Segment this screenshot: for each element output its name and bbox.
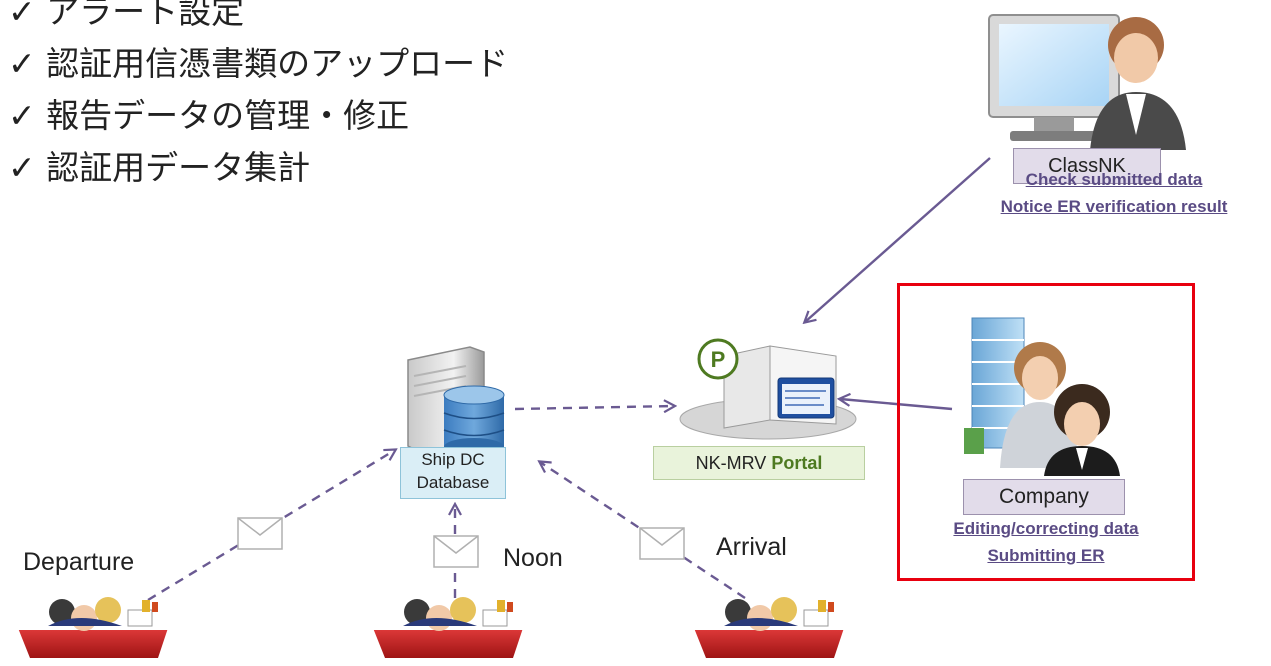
database-label-line2: Database <box>416 473 490 492</box>
company-actions: Editing/correcting data Submitting ER <box>900 515 1192 569</box>
database-server-icon <box>407 346 505 456</box>
portal-badge-letter: P <box>711 347 726 372</box>
envelope-icon <box>433 535 479 568</box>
notice-er-verification-link[interactable]: Notice ER verification result <box>1000 197 1228 216</box>
ship-noon-icon <box>373 597 523 658</box>
envelope-icon <box>237 517 283 550</box>
checklist-item: ✓ 認証用信憑書類のアップロード <box>8 44 509 83</box>
classnk-user-icon <box>988 14 1186 150</box>
noon-label: Noon <box>503 544 563 572</box>
connector-classnk-to-portal <box>805 157 991 322</box>
ship-departure-icon <box>18 597 168 658</box>
arrival-label: Arrival <box>716 533 787 561</box>
submitting-er-link[interactable]: Submitting ER <box>987 546 1105 565</box>
checklist-item: ✓ アラート設定 <box>8 0 245 31</box>
ship-arrival-icon <box>694 597 844 658</box>
portal-name-bold: Portal <box>771 453 823 473</box>
database-tag: Ship DC Database <box>400 447 506 499</box>
checklist-item: ✓ 認証用データ集計 <box>8 148 311 187</box>
company-tag: Company <box>963 479 1125 515</box>
connector-company-to-portal <box>840 399 953 411</box>
envelope-icon <box>639 527 685 560</box>
portal-tag: NK-MRV Portal <box>653 446 865 480</box>
company-users-icon <box>964 317 1120 476</box>
classnk-tag: ClassNK <box>1013 148 1161 184</box>
connector-db-to-portal <box>514 406 674 409</box>
checklist-item: ✓ 報告データの管理・修正 <box>8 96 410 135</box>
classnk-actions: Check submitted data Notice ER verificat… <box>956 166 1271 220</box>
feature-checklist: ✓ アラート設定 ✓ 認証用信憑書類のアップロード ✓ 報告データの管理・修正 … <box>8 0 508 194</box>
database-label-line1: Ship DC <box>421 450 485 469</box>
editing-correcting-data-link[interactable]: Editing/correcting data <box>953 519 1139 538</box>
company-highlight-box <box>897 283 1195 581</box>
portal-icon <box>679 338 857 440</box>
check-submitted-data-link[interactable]: Check submitted data <box>1025 170 1203 189</box>
departure-label: Departure <box>23 548 135 576</box>
portal-name: NK-MRV <box>695 453 767 473</box>
